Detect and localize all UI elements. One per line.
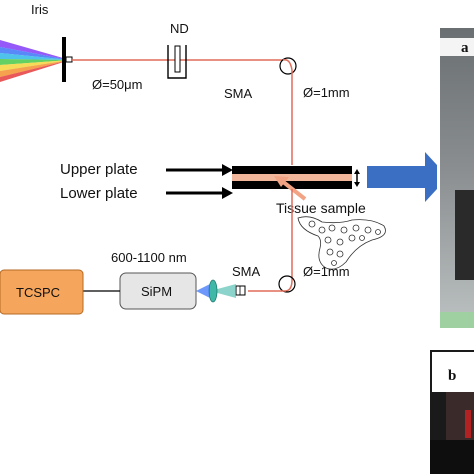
tcspc-label: TCSPC [16,285,60,300]
pinhole-label: Ø=50μm [92,77,142,92]
sma-connector-top [279,57,297,75]
tissue-pointer-arrow [274,176,307,201]
photo-panel-b [430,350,474,474]
lens-icon [208,279,218,303]
fiber-bottom-label: Ø=1mm [303,264,350,279]
rainbow-beam [0,40,70,82]
z-axis-arrow [354,169,360,187]
wavelength-label: 600-1100 nm [111,250,187,265]
lower-plate [232,181,352,189]
fiber-to-sample [282,58,293,165]
photo-panel-a [437,0,474,345]
panel-b-label: b [448,368,456,384]
lower-plate-label: Lower plate [60,185,138,202]
lower-plate-arrow [166,187,233,199]
collimator-icon [196,279,246,303]
tissue-sample-label: Tissue sample [276,200,366,216]
upper-plate-label: Upper plate [60,161,138,178]
iris-aperture [62,37,73,82]
upper-plate [232,166,352,174]
sma-connector-bottom [278,275,296,293]
tissue-layer [232,174,352,181]
nd-label: ND [170,21,189,36]
nd-filter [167,45,187,79]
tcspc-box [0,269,84,315]
tissue-sample-icon [297,216,386,270]
blue-arrow [367,152,448,202]
sma-bottom-label: SMA [232,264,261,279]
sma-top-label: SMA [224,86,253,101]
fiber-from-sample [285,189,293,292]
panel-a-label: a [461,40,469,56]
fiber-top-label: Ø=1mm [303,85,350,100]
iris-label: Iris [31,2,49,17]
sipm-label: SiPM [141,284,172,299]
upper-plate-arrow [166,164,233,176]
